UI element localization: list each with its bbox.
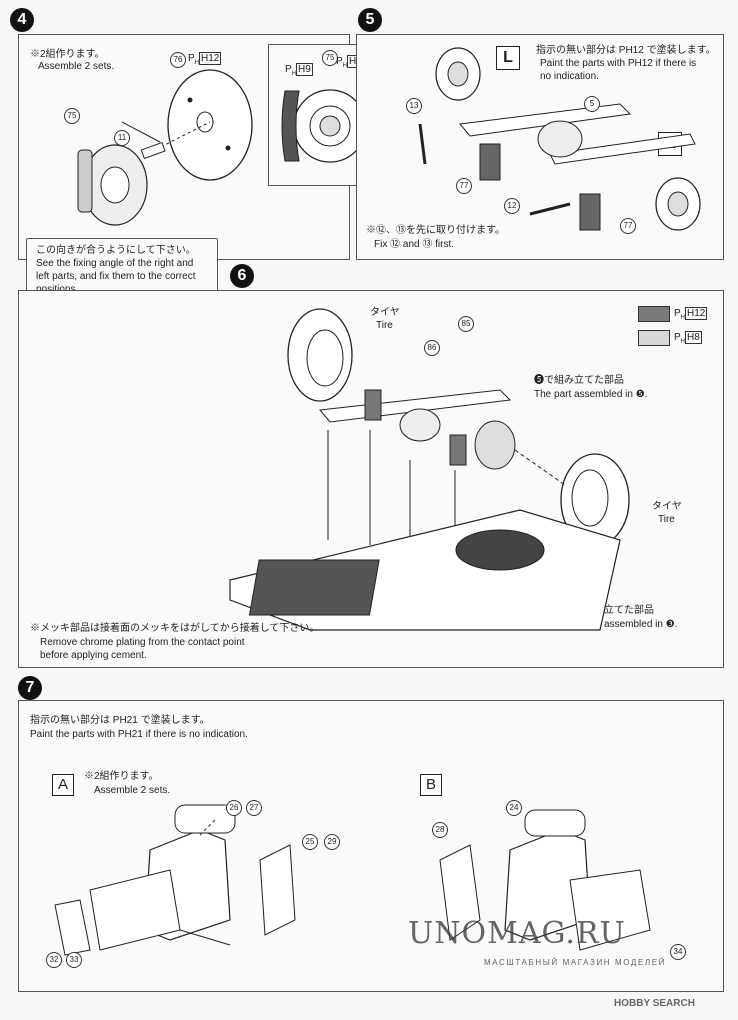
step-5-badge: 5	[358, 8, 382, 32]
step-5-note-en-1: Paint the parts with PH12 if there is	[540, 58, 697, 69]
part-85-label: 85	[458, 316, 474, 332]
part-34-label: 34	[670, 944, 686, 960]
step-7-panel	[18, 700, 724, 992]
inset-part-75-label: 75	[322, 50, 338, 66]
part-28-label: 28	[432, 822, 448, 838]
tire-1-jp: タイヤ	[370, 307, 400, 318]
step-7-note-jp: 指示の無い部分は PH21 で塗装します。	[30, 715, 210, 726]
assembled-3-jp: ❸で組み立てた部品	[564, 605, 654, 616]
rear-axle-drawing	[418, 47, 701, 231]
sub-a-note-en: Assemble 2 sets.	[94, 785, 171, 796]
tire-2-jp: タイヤ	[652, 501, 682, 512]
watermark-sub: МАСШТАБНЫЙ МАГАЗИН МОДЕЛЕЙ	[484, 958, 666, 967]
part-13-label: 13	[406, 98, 422, 114]
step-4-disc-drawing	[77, 69, 253, 226]
part-24-label: 24	[506, 800, 522, 816]
assembled-5-jp: ❺で組み立てた部品	[534, 375, 624, 386]
part-76-label: 76	[170, 52, 186, 68]
part-5-label: 5	[584, 96, 600, 112]
part-29-label: 29	[324, 834, 340, 850]
chrome-note-en-2: before applying cement.	[40, 650, 147, 661]
sub-a-note-jp: ※2組作ります。	[84, 771, 159, 782]
part-75-label: 75	[64, 108, 80, 124]
inset-rotor-drawing	[281, 89, 367, 163]
callout-en-1: See the fixing angle of the right and	[36, 258, 194, 269]
step-5-note-en-2: no indication.	[540, 71, 599, 82]
seat-b-drawing	[439, 809, 651, 951]
step-7-note-en: Paint the parts with PH21 if there is no…	[30, 729, 248, 740]
watermark-main: UNOMAG.RU	[408, 916, 626, 951]
seat-a-drawing	[54, 804, 296, 956]
part-77b-label: 77	[620, 218, 636, 234]
step-5-fix-jp: ※⑫、⑬を先に取り付けます。	[366, 225, 505, 236]
callout-en-3: positions.	[36, 283, 78, 296]
step-5-note-jp: 指示の無い部分は PH12 で塗装します。	[536, 45, 716, 56]
tire-2-en: Tire	[658, 514, 675, 525]
step-5-left-marker: L	[496, 46, 520, 70]
assembled-5-en: The part assembled in ❺.	[534, 389, 648, 400]
chrome-note-jp: ※メッキ部品は接着面のメッキをはがしてから接着して下さい。	[30, 623, 320, 634]
part-12-label: 12	[504, 198, 520, 214]
step-4-note-en: Assemble 2 sets.	[38, 61, 115, 72]
chassis-drawing	[229, 308, 630, 631]
tire-1-en: Tire	[376, 320, 393, 331]
assembled-3-en: The part assembled in ❸.	[564, 619, 678, 630]
part-26-label: 26	[226, 800, 242, 816]
callout-jp: この向きが合うようにして下さい。	[36, 245, 196, 256]
part-32-label: 32	[46, 952, 62, 968]
step-6-badge: 6	[230, 264, 254, 288]
hobbysearch-logo: HOBBY SEARCH	[614, 998, 695, 1009]
swatch-h12	[638, 306, 670, 322]
part-86-label: 86	[424, 340, 440, 356]
sub-assembly-b-marker: B	[420, 774, 442, 796]
part-77a-label: 77	[456, 178, 472, 194]
step-4-badge: 4	[10, 8, 34, 32]
step-5-fix-en: Fix ⑫ and ⑬ first.	[374, 239, 455, 250]
part-27-label: 27	[246, 800, 262, 816]
step-4-note-jp: ※2組作ります。	[30, 49, 105, 60]
sub-assembly-a-marker: A	[52, 774, 74, 796]
chrome-note-en-1: Remove chrome plating from the contact p…	[40, 637, 245, 648]
part-11-label: 11	[114, 130, 130, 146]
part-25-label: 25	[302, 834, 318, 850]
part-33-label: 33	[66, 952, 82, 968]
swatch-h8	[638, 330, 670, 346]
step-7-badge: 7	[18, 676, 42, 700]
callout-en-2: left parts, and fix them to the correct	[36, 271, 196, 282]
